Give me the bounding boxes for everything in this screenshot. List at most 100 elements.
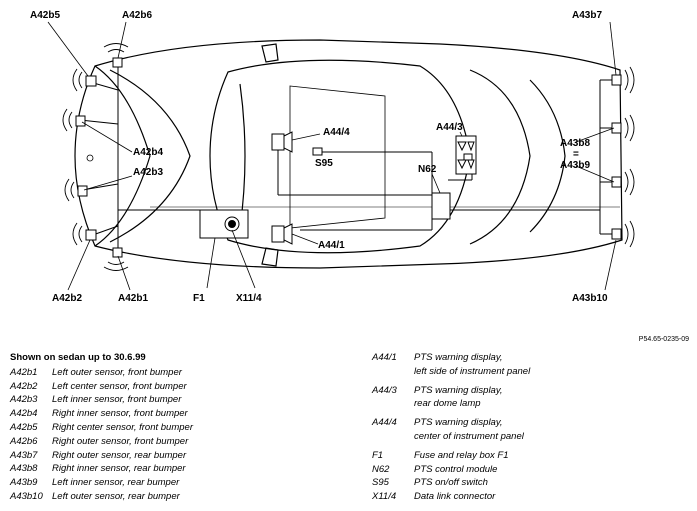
label-a43b9: A43b9	[560, 160, 590, 171]
legend-desc-line2: left side of instrument panel	[414, 365, 531, 377]
legend-code: S95	[372, 477, 389, 489]
legend-code: A43b8	[10, 463, 38, 475]
diagram-labels: A42b5 A42b6 A43b7 A44/4 A44/3 S95 N62 A4…	[30, 10, 608, 304]
f1-fuse-box-icon	[199, 209, 249, 239]
internal-wiring	[277, 140, 473, 231]
label-a44-1: A44/1	[318, 240, 345, 251]
legend-code: A43b10	[10, 490, 43, 502]
s95-switch-icon	[312, 147, 323, 156]
sensor-a43b7-icon	[611, 74, 622, 86]
legend-right-item: N62 PTS control module	[372, 463, 692, 477]
legend-left-row: A43b10 Left outer sensor, rear bumper	[10, 490, 340, 504]
leader-lines	[47, 21, 617, 291]
legend-right-item: A44/1 PTS warning display, left side of in…	[372, 351, 692, 379]
legend-desc-line2: rear dome lamp	[414, 398, 481, 410]
legend-code: A42b2	[10, 380, 38, 392]
legend-right-item: F1 Fuse and relay box F1	[372, 449, 692, 463]
car-outline	[74, 39, 623, 269]
legend-left-row: A43b7 Right outer sensor, rear bumper	[10, 449, 340, 463]
label-a42b4: A42b4	[133, 147, 163, 158]
legend-left-row: A43b9 Left inner sensor, rear bumper	[10, 476, 340, 490]
legend-left-row: A42b1 Left outer sensor, front bumper	[10, 366, 340, 380]
label-a42b5: A42b5	[30, 10, 60, 21]
legend-right-item: A44/3 PTS warning display, rear dome lamp	[372, 384, 692, 412]
label-a43b8-sep: =	[573, 149, 579, 160]
rear-sensor-wiring	[448, 79, 618, 235]
rear-sensors	[611, 74, 622, 240]
sensor-a42b6-icon	[112, 57, 123, 68]
legend-desc-line1: Data link connector	[414, 491, 496, 503]
legend-code: N62	[372, 463, 390, 475]
legend-code: A42b5	[10, 421, 38, 433]
front-sensor-wiring	[79, 62, 200, 254]
sensor-a42b3-icon	[77, 185, 88, 197]
legend-code: A42b1	[10, 366, 38, 378]
legend-desc: Right center sensor, front bumper	[52, 421, 193, 433]
components	[199, 131, 477, 245]
legend-code: A43b9	[10, 477, 38, 489]
label-s95: S95	[315, 158, 333, 169]
legend-code: A44/1	[372, 352, 397, 363]
sensor-a42b4-icon	[75, 115, 86, 127]
sensor-a43b10-icon	[611, 228, 622, 240]
label-a42b3: A42b3	[133, 167, 163, 178]
legend-desc-line2: center of instrument panel	[414, 430, 524, 442]
legend-code: X11/4	[372, 491, 397, 503]
legend-desc-line1: PTS warning display,	[414, 384, 503, 396]
legend-desc: Left inner sensor, front bumper	[52, 394, 182, 406]
label-a42b2: A42b2	[52, 293, 82, 304]
legend-code: A42b6	[10, 435, 38, 447]
legend-code: A43b7	[10, 449, 38, 461]
label-a44-4: A44/4	[323, 127, 350, 138]
legend-left-row: A42b3 Left inner sensor, front bumper	[10, 393, 340, 407]
legend-desc-line1: PTS warning display,	[414, 417, 503, 429]
legend-code: A42b4	[10, 408, 38, 420]
sensor-wave-icons	[62, 43, 635, 271]
legend-desc-line1: PTS control module	[414, 463, 498, 475]
label-f1: F1	[193, 293, 205, 304]
legend-desc: Left outer sensor, front bumper	[52, 366, 182, 378]
legend-left-row: A42b2 Left center sensor, front bumper	[10, 380, 340, 394]
label-a42b6: A42b6	[122, 10, 152, 21]
a44-4-display-icon	[271, 133, 285, 151]
legend-code: F1	[372, 449, 384, 461]
label-n62: N62	[418, 164, 437, 175]
sensor-a43b9-icon	[611, 176, 622, 188]
label-a43b7: A43b7	[572, 10, 602, 21]
legend-code: A44/3	[372, 384, 397, 396]
pts-component-diagram: A42b5 A42b6 A43b7 A44/4 A44/3 S95 N62 A4…	[30, 10, 635, 304]
sensor-a42b1-icon	[112, 247, 123, 258]
label-x11-4: X11/4	[236, 293, 262, 304]
label-a43b10: A43b10	[572, 293, 608, 304]
legend-desc: Right outer sensor, rear bumper	[52, 449, 187, 461]
sensor-a42b5-icon	[85, 75, 97, 87]
legend-left-row: A43b8 Right inner sensor, rear bumper	[10, 462, 340, 476]
label-a42b1: A42b1	[118, 293, 148, 304]
legend-desc: Left inner sensor, rear bumper	[52, 477, 180, 489]
legend-desc-line1: PTS warning display,	[414, 352, 503, 363]
a44-1-display-icon	[271, 225, 285, 243]
legend-right-item: A44/4 PTS warning display,center of instr…	[372, 416, 692, 444]
legend-desc-line1: PTS on/off switch	[414, 477, 488, 489]
legend-title: Shown on sedan up to 30.6.99	[10, 352, 146, 363]
figure-reference: P54.65-0235-09	[638, 336, 689, 343]
legend-desc: Right inner sensor, rear bumper	[52, 463, 186, 475]
legend-desc: Left center sensor, front bumper	[52, 380, 187, 392]
legend-right-item: S95 PTS on/off switch	[372, 476, 692, 490]
sensor-a42b2-icon	[85, 229, 97, 241]
legend-desc: Right inner sensor, front bumper	[52, 408, 188, 420]
label-a44-3: A44/3	[436, 122, 463, 133]
legend-left-row: A42b4 Right inner sensor, front bumper	[10, 407, 340, 421]
sensor-a43b8-icon	[611, 122, 622, 134]
legend-desc: Left outer sensor, rear bumper	[52, 490, 180, 502]
n62-control-module-icon	[431, 192, 451, 220]
legend-code: A44/4	[372, 417, 397, 429]
legend-code: A42b3	[10, 394, 38, 406]
legend-desc-line1: Fuse and relay box F1	[414, 449, 509, 461]
front-sensors	[75, 57, 123, 258]
legend-left-row: A42b5 Right center sensor, front bumper	[10, 421, 340, 435]
label-a43b8: A43b8	[560, 138, 590, 149]
